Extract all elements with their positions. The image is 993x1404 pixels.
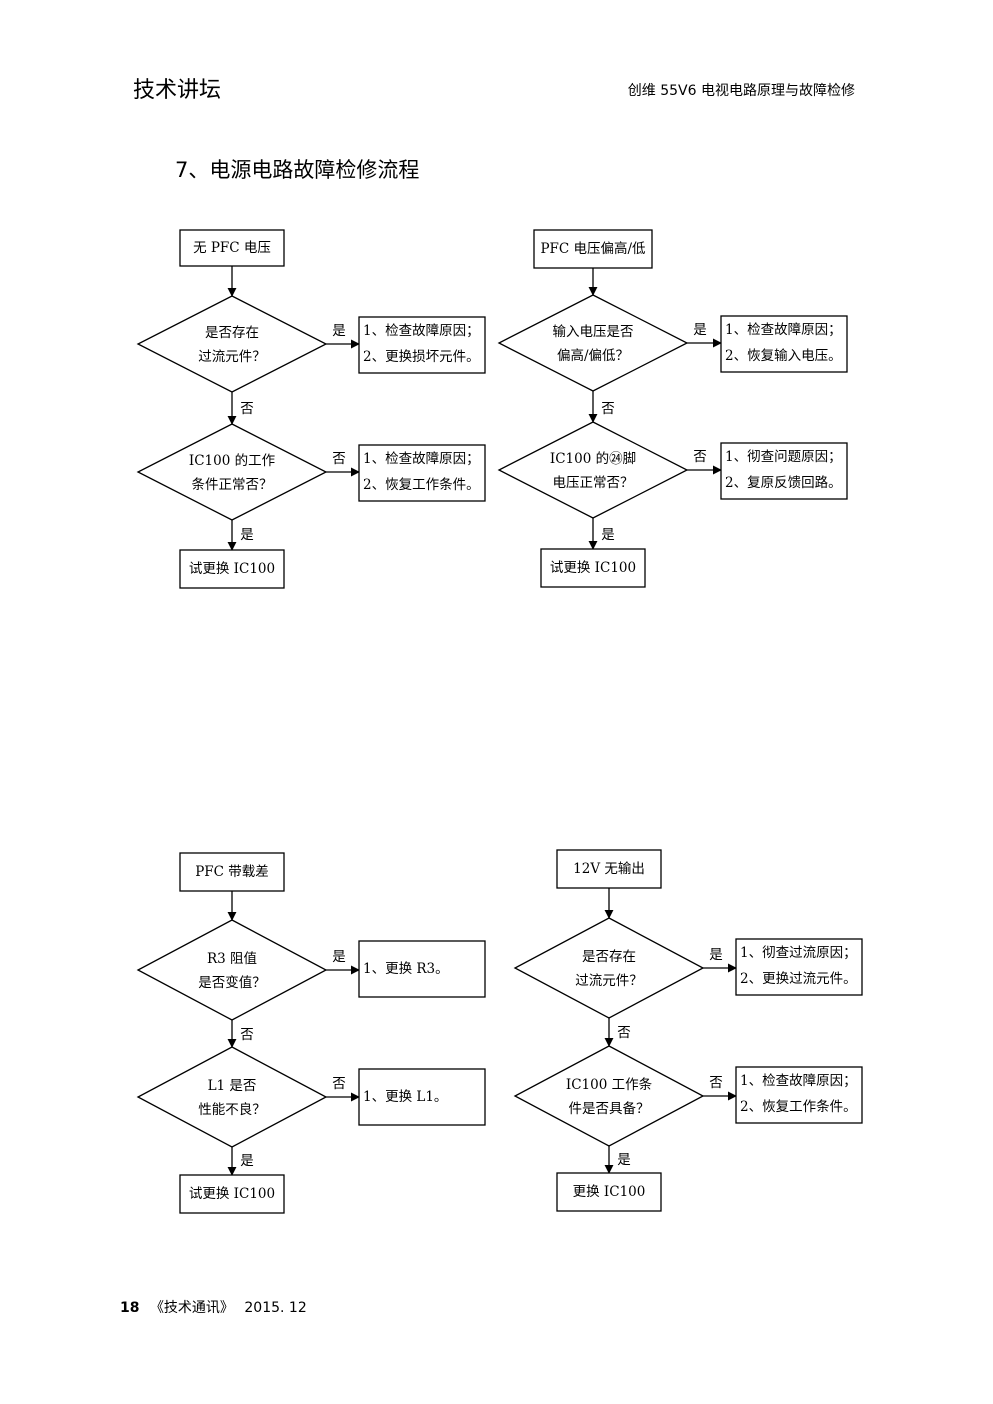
flowchart-4-end-box (556, 1172, 662, 1212)
flowchart-1-decision-2-line-2: 条件正常否？ (192, 476, 273, 493)
flowchart-2-action-2-box (720, 442, 848, 500)
flowchart-2-decision-1 (497, 294, 689, 392)
header-section: 技术讲坛 (133, 78, 222, 103)
flowchart-1-decision-2 (136, 423, 328, 521)
flowchart-4-start-box (556, 849, 662, 889)
flowchart-1-end-box (179, 549, 285, 589)
flowchart-1-action-1-line-2: 2、更换损坏元件。 (363, 349, 480, 365)
footer: 18 《技术通讯》 2015. 12 (120, 1297, 307, 1317)
flowchart-2-start-box (533, 229, 653, 269)
flowchart-2-decision-2-line-2: 电压正常否？ (553, 475, 634, 491)
flowchart-3-action-1-line-1: 1、更换 R3。 (363, 961, 449, 977)
flowchart-2-decision-2-line-1: IC100 的㉔脚 (550, 451, 636, 467)
flowchart-2-action-2-line-2: 2、复原反馈回路。 (725, 474, 842, 491)
flowchart-4-decision-1-line-2: 过流元件？ (575, 973, 643, 989)
flowchart-4-action-2-line-1: 1、检查故障原因； (740, 1073, 857, 1089)
flowchart-1-action-1-box (358, 316, 486, 374)
flowchart-1-start-label: 无 PFC 电压 (193, 240, 271, 256)
flowchart-4-q1-branch-label: 是 (709, 947, 723, 963)
flowchart-4-action-1-line-2: 2、更换过流元件。 (740, 971, 857, 987)
flowchart-3-decision-1 (136, 919, 328, 1021)
flowchart-3-action-2-line-1: 1、更换 L1。 (363, 1089, 447, 1105)
flowchart-4-decision-2-line-2: 件是否具备？ (569, 1100, 650, 1117)
flowchart-4-action-2-box (735, 1066, 863, 1124)
flowchart-1-decision-1-line-1: 是否存在 (205, 325, 259, 341)
flowchart-3-q2-branch-label: 否 (332, 1076, 346, 1092)
flowchart-1-action-2-line-1: 1、检查故障原因； (363, 451, 480, 467)
flowchart-2-decision-2 (497, 421, 689, 519)
flowchart-4-decision-2-line-1: IC100 工作条 (566, 1076, 653, 1093)
flowchart-1-decision-1-line-2: 过流元件？ (198, 349, 266, 365)
flowchart-2-action-1-line-1: 1、检查故障原因； (725, 322, 842, 338)
flowchart-2-q2-down-label: 是 (601, 527, 615, 543)
issue-date: 2015. 12 (244, 1300, 307, 1316)
flowchart-1-action-2-line-2: 2、恢复工作条件。 (363, 476, 480, 493)
flowchart-2-q2-branch-label: 否 (693, 449, 707, 465)
flowchart-1-end-label: 试更换 IC100 (189, 561, 275, 577)
flowchart-3-action-2-box (358, 1068, 486, 1126)
flowchart-4-decision-1 (513, 917, 705, 1019)
flowchart-1-q1-branch-label: 是 (332, 323, 346, 339)
flowchart-4-q1-down-label: 否 (617, 1025, 631, 1041)
flowchart-3-q2-down-label: 是 (240, 1153, 254, 1169)
section-title: 7、电源电路故障检修流程 (175, 158, 420, 182)
flowchart-4-q2-branch-label: 否 (709, 1075, 723, 1091)
flowchart-3-start-label: PFC 带载差 (195, 864, 269, 880)
flowchart-4-action-1-line-1: 1、彻查过流原因； (740, 945, 857, 961)
flowchart-2-end-box (540, 548, 646, 588)
flowchart-1-action-1-line-1: 1、检查故障原因； (363, 323, 480, 339)
flowchart-3-decision-1-line-2: 是否变值？ (198, 975, 266, 991)
flowchart-1-start-box (179, 229, 285, 267)
flowchart-4-decision-1-line-1: 是否存在 (582, 949, 636, 965)
flowchart-2-q1-down-label: 否 (601, 401, 615, 417)
flowchart-4-action-2-line-2: 2、恢复工作条件。 (740, 1098, 857, 1115)
flowchart-2-end-label: 试更换 IC100 (550, 560, 636, 576)
flowchart-2-decision-1-line-2: 偏高/偏低？ (557, 347, 629, 364)
flowchart-1-q1-down-label: 否 (240, 401, 254, 417)
flowchart-1-q2-down-label: 是 (240, 527, 254, 543)
flowchart-4-action-1-box (735, 938, 863, 996)
flowchart-2-start-label: PFC 电压偏高/低 (540, 240, 646, 257)
flowchart-2-action-1-line-2: 2、恢复输入电压。 (725, 347, 842, 364)
flowchart-3-decision-2 (136, 1046, 328, 1148)
publication-name: 《技术通讯》 (149, 1300, 234, 1316)
flowchart-2-q1-branch-label: 是 (693, 322, 707, 338)
flowchart-3-end-label: 试更换 IC100 (189, 1186, 275, 1202)
flowchart-4-end-label: 更换 IC100 (573, 1184, 646, 1200)
flowchart-2-action-2-line-1: 1、彻查问题原因； (725, 449, 842, 465)
flowchart-3-decision-1-line-1: R3 阻值 (207, 951, 257, 967)
flowchart-4-decision-2 (513, 1045, 705, 1147)
flowchart-1-decision-1 (136, 295, 328, 393)
flowchart-3-action-1-box (358, 940, 486, 998)
flowchart-1-decision-2-line-1: IC100 的工作 (189, 453, 275, 469)
flowchart-3-q1-down-label: 否 (240, 1027, 254, 1043)
flowchart-3-decision-2-line-1: L1 是否 (208, 1078, 257, 1094)
flowchart-1-q2-branch-label: 否 (332, 451, 346, 467)
flowchart-3-decision-2-line-2: 性能不良？ (198, 1102, 266, 1118)
header-article-title: 创维 55V6 电视电路原理与故障检修 (627, 83, 855, 99)
flowchart-4-q2-down-label: 是 (617, 1152, 631, 1168)
flowchart-3-start-box (179, 852, 285, 892)
flowchart-2-decision-1-line-1: 输入电压是否 (553, 324, 634, 340)
flowchart-3-q1-branch-label: 是 (332, 949, 346, 965)
flowchart-2-action-1-box (720, 315, 848, 373)
page-number: 18 (120, 1300, 140, 1316)
flowchart-4-start-label: 12V 无输出 (573, 861, 645, 877)
flowchart-1-action-2-box (358, 444, 486, 502)
flowchart-3-end-box (179, 1174, 285, 1214)
